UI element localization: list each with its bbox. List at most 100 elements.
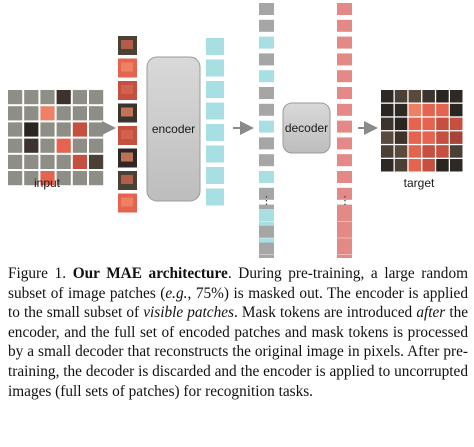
visible-patch-detail: [121, 62, 133, 72]
target-patch: [394, 145, 408, 158]
decoded-token: [337, 137, 352, 150]
decoded-token: [337, 70, 352, 83]
target-patch: [408, 117, 422, 131]
decoded-token: [337, 120, 352, 133]
mask-token: [259, 187, 274, 200]
decoded-token: [337, 187, 352, 200]
target-patch: [381, 131, 394, 144]
visible-patch-detail: [121, 40, 133, 49]
input-patch: [72, 122, 87, 137]
target-patch: [381, 159, 394, 172]
input-patch: [40, 90, 55, 105]
decoded-token: [337, 154, 352, 167]
target-patch: [381, 117, 394, 131]
visible-patch-detail: [121, 175, 133, 184]
decoded-token: [337, 242, 352, 255]
input-patch: [72, 138, 87, 153]
caption-text-3: . Mask tokens are introduced: [233, 304, 417, 322]
target-patch: [408, 103, 422, 117]
encoded-token: [206, 59, 224, 77]
input-patch: [8, 122, 23, 137]
target-patch: [381, 103, 394, 117]
caption-eg: e.g.: [165, 284, 188, 302]
input-patch: [24, 138, 39, 153]
caption-figure-number: Figure 1.: [8, 265, 67, 282]
input-patch: [89, 90, 104, 105]
target-patch: [422, 117, 435, 131]
input-patch: [24, 90, 39, 105]
full-tokens-ellipsis: ⋮: [261, 195, 272, 207]
target-patch: [422, 145, 435, 158]
target-patch: [450, 90, 463, 103]
visible-patch-detail: [121, 85, 133, 94]
target-patch: [408, 131, 422, 144]
encoded-tokens-column: [206, 38, 224, 206]
visible-patch-detail: [121, 130, 133, 139]
decoded-tokens-ellipsis: ⋮: [340, 195, 351, 207]
mask-token: [259, 242, 274, 255]
encoded-token: [206, 102, 224, 120]
mask-token: [259, 154, 274, 167]
mask-token: [259, 19, 274, 32]
caption-text-2: , 75%) is masked out. The encoder is app…: [8, 284, 468, 322]
encoded-token: [206, 145, 224, 163]
visible-token: [259, 70, 274, 83]
target-patch: [394, 159, 408, 172]
caption-title: Our MAE architecture: [72, 265, 228, 282]
mask-token: [259, 225, 274, 238]
target-patch: [381, 145, 394, 158]
input-patch: [8, 90, 23, 105]
input-patch: [56, 171, 71, 186]
input-patch: [72, 106, 87, 121]
target-patch: [436, 131, 449, 144]
decoded-token: [337, 255, 352, 258]
decoded-token: [337, 103, 352, 116]
encoder-block: [146, 56, 201, 202]
caption-visible-patches: visible patches: [143, 304, 234, 322]
input-patch: [40, 122, 55, 137]
target-patch: [422, 90, 435, 103]
encoded-token: [206, 167, 224, 184]
encoded-token: [206, 38, 224, 55]
encoded-token: [206, 124, 224, 141]
decoded-token: [337, 19, 352, 32]
input-patch: [72, 90, 87, 105]
input-patch: [8, 154, 23, 169]
decoded-token: [337, 36, 352, 49]
target-patch: [381, 90, 394, 103]
input-patch: [40, 106, 55, 121]
input-patch: [8, 171, 23, 186]
encoded-token: [206, 81, 224, 98]
target-patch: [422, 131, 435, 144]
decoded-token: [337, 209, 352, 221]
input-label: input: [34, 176, 61, 190]
target-patch: [450, 131, 463, 144]
input-patch: [56, 106, 71, 121]
caption-after: after: [416, 304, 446, 322]
decoder-label: decoder: [285, 121, 328, 135]
input-patch: [56, 90, 71, 105]
decoded-token: [337, 171, 352, 183]
target-patch: [408, 145, 422, 158]
target-patch: [394, 90, 408, 103]
visible-patch-detail: [121, 107, 133, 117]
encoder-label: encoder: [152, 122, 195, 136]
visible-token: [259, 209, 274, 221]
visible-patch-detail: [121, 152, 133, 162]
mask-token: [259, 53, 274, 66]
decoder-block: [282, 102, 331, 154]
target-patch: [394, 103, 408, 117]
input-patch: [56, 122, 71, 137]
input-patch: [89, 171, 104, 186]
mask-token: [259, 3, 274, 15]
mask-token: [259, 87, 274, 99]
target-patch: [450, 103, 463, 117]
decoded-token: [337, 53, 352, 66]
mask-token: [259, 255, 274, 258]
mae-architecture-diagram: input encoder ⋮ decoder ⋮ target: [8, 3, 463, 258]
input-patch: [24, 122, 39, 137]
input-patch: [72, 154, 87, 169]
target-patch: [422, 103, 435, 117]
caption-text-1: . During pre-training, a large random su…: [8, 265, 468, 302]
target-image-grid: [381, 90, 463, 172]
